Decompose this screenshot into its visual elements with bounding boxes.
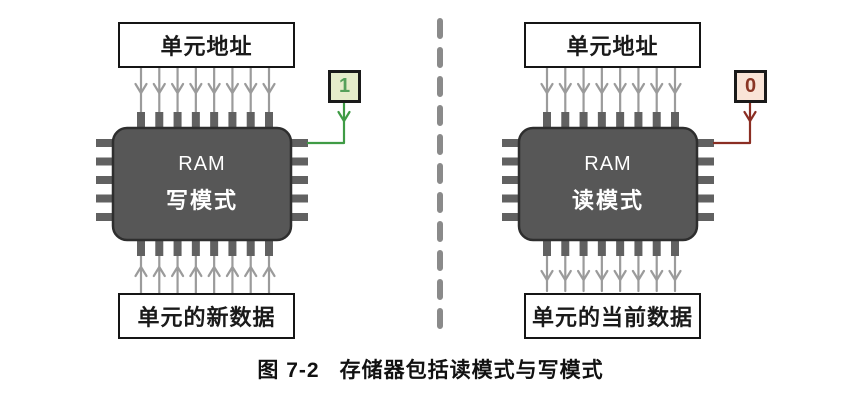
panel-read-graphics: [502, 66, 757, 293]
current-data-box: 单元的当前数据: [524, 293, 701, 339]
control-bit-box-write: 1: [328, 70, 361, 103]
control-bit-line: [306, 101, 351, 145]
chip-pins: [502, 112, 714, 256]
ram-chip-body: [517, 126, 699, 242]
ram-chip-body: [111, 126, 293, 242]
control-bit-line: [712, 101, 757, 145]
unit-address-box-read: 单元地址: [524, 22, 701, 68]
figure-caption-label: 图 7-2: [257, 359, 320, 382]
chip-pins: [96, 112, 308, 256]
unit-address-box-write: 单元地址: [118, 22, 295, 68]
address-bus-arrows: [540, 66, 682, 115]
data-bus-arrows: [540, 253, 682, 293]
figure-caption-text: 存储器包括读模式与写模式: [339, 359, 604, 382]
panel-write-graphics: [96, 66, 351, 295]
figure-caption: 图 7-2 存储器包括读模式与写模式: [0, 354, 861, 384]
new-data-box: 单元的新数据: [118, 293, 295, 339]
data-bus-arrows: [134, 253, 276, 295]
diagram-canvas: [96, 18, 757, 340]
control-bit-box-read: 0: [734, 70, 767, 103]
address-bus-arrows: [134, 66, 276, 115]
